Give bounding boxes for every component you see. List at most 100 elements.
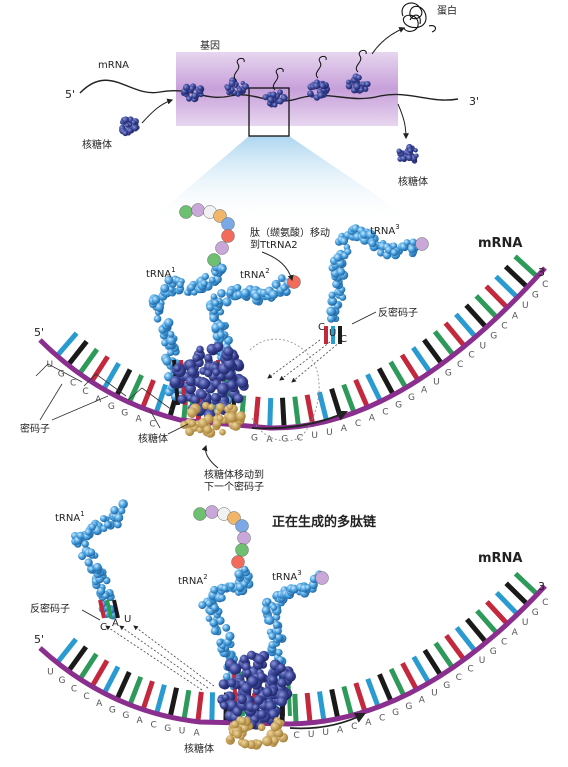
anticodon-base: C bbox=[340, 334, 347, 345]
mrna-base-letter: A bbox=[421, 385, 428, 395]
mrna-base bbox=[474, 294, 499, 320]
overview-3prime-label: 3' bbox=[469, 95, 479, 108]
overview-ribosome-bead bbox=[191, 92, 198, 99]
trna-bead bbox=[210, 626, 219, 635]
trna-bead bbox=[216, 330, 225, 339]
panel1-trna2-label: tRNA2 bbox=[240, 267, 270, 281]
mrna-base-letter: G bbox=[109, 705, 116, 715]
trna-bead bbox=[240, 288, 251, 298]
mrna-base-letter: G bbox=[445, 369, 452, 379]
trna-bead bbox=[88, 523, 96, 531]
trna-bead bbox=[217, 288, 226, 298]
trna-bead bbox=[377, 249, 385, 257]
mrna-base bbox=[140, 680, 155, 711]
codon-label: 密码子 bbox=[20, 422, 50, 435]
mrna-base bbox=[77, 347, 100, 376]
panel2-peptide-chain bbox=[193, 505, 251, 569]
mrna-base-letter: U bbox=[433, 377, 440, 387]
trna-bead bbox=[328, 291, 336, 299]
ribosome-bead bbox=[237, 694, 247, 705]
overview-ribosome-bead bbox=[182, 83, 191, 91]
ribosome-bead bbox=[238, 716, 247, 726]
overview-ribosome-bead bbox=[356, 74, 362, 81]
mrna-base-letter: C bbox=[456, 673, 462, 683]
trna-bead bbox=[241, 565, 249, 574]
panel2-trna-1 bbox=[71, 499, 128, 620]
panel-1: UGCCAGGACGUAUGCGAGCUUACACGGAUGCCUGCAUGC … bbox=[20, 203, 548, 493]
mrna-base bbox=[114, 671, 132, 701]
mrna-base bbox=[55, 331, 79, 358]
mrna-base bbox=[365, 678, 381, 708]
ribosome-bead bbox=[226, 412, 237, 423]
trna-bead bbox=[216, 638, 224, 646]
mrna-base bbox=[432, 330, 456, 357]
trna-bead bbox=[332, 279, 341, 289]
mrna-base bbox=[353, 682, 368, 713]
mrna-base bbox=[388, 667, 407, 698]
mrna-base bbox=[443, 321, 467, 348]
mrna-base-letter: G bbox=[532, 608, 539, 618]
mrna-base-letter: G bbox=[163, 424, 170, 434]
mrna-base-letter: U bbox=[47, 667, 54, 677]
mrna-base bbox=[399, 353, 421, 382]
ribosome-bead bbox=[276, 696, 288, 707]
ribosome-bead bbox=[173, 364, 182, 373]
trna-anticodon-stem bbox=[105, 599, 113, 619]
overview-ribosome-bead bbox=[277, 98, 284, 105]
panel2-mrna-backbone bbox=[38, 584, 547, 727]
ribosome-bead bbox=[226, 734, 234, 743]
trna-bead bbox=[160, 283, 170, 293]
overview-nascent-chain bbox=[272, 67, 284, 91]
mrna-base-letter: A bbox=[193, 729, 200, 739]
trna-bead bbox=[167, 348, 175, 357]
ribosome-bead bbox=[202, 401, 210, 410]
trna-bead bbox=[200, 279, 208, 287]
mrna-base-letter: A bbox=[419, 695, 426, 705]
trna-bead bbox=[118, 499, 128, 509]
trna-bead bbox=[162, 356, 172, 366]
ribosome-in-label: 核糖体 bbox=[82, 138, 112, 151]
panel1-ribosome bbox=[169, 341, 249, 438]
ribosome-bead bbox=[220, 701, 229, 710]
panel1-ribosome-pointer bbox=[167, 423, 189, 435]
ribosome-bead bbox=[233, 729, 242, 739]
trna-bead bbox=[216, 321, 225, 330]
trna-bead bbox=[365, 229, 376, 240]
mrna-base bbox=[181, 689, 192, 721]
mrna-base-letter: C bbox=[149, 419, 155, 429]
trna-bead bbox=[275, 648, 283, 657]
mrna-base bbox=[388, 360, 409, 390]
mrna-base bbox=[304, 394, 316, 425]
mrna-base-letter: C bbox=[355, 419, 361, 429]
ribosome-bead bbox=[256, 672, 266, 681]
mrna-base-letter: U bbox=[179, 427, 186, 437]
trna-bead bbox=[274, 633, 284, 642]
mrna-base bbox=[195, 691, 204, 723]
mrna-base-letter: C bbox=[468, 351, 474, 361]
trna-bead bbox=[96, 586, 106, 596]
mrna-base-letter: A bbox=[194, 429, 201, 439]
mrna-base-letter: G bbox=[395, 400, 402, 410]
ribosome-bead bbox=[284, 670, 296, 682]
trna-bead bbox=[201, 272, 210, 281]
ribosome-bead bbox=[216, 403, 225, 412]
ribosome-bead bbox=[236, 376, 249, 388]
trna-bead bbox=[212, 299, 220, 307]
mrna-base-letter: G bbox=[164, 724, 171, 734]
trna-bead bbox=[104, 520, 112, 529]
ribosome-bead bbox=[212, 368, 221, 377]
mrna-base-letter: C bbox=[501, 638, 507, 648]
mrna-base-letter: A bbox=[337, 725, 344, 735]
peptide-bead bbox=[193, 507, 207, 521]
mrna-base bbox=[454, 626, 478, 653]
trna-anticodon-stem bbox=[112, 599, 120, 619]
mrna-base bbox=[89, 659, 110, 688]
ribosome-bead bbox=[253, 695, 264, 706]
ribosome-bead bbox=[262, 735, 273, 747]
panel2-trna2-label: tRNA2 bbox=[178, 573, 208, 587]
panel2-mrna-bases bbox=[55, 571, 539, 724]
overview-ribosome-bead bbox=[307, 90, 314, 97]
peptide-bead bbox=[179, 205, 193, 219]
overview-ribosome-bead bbox=[270, 91, 277, 98]
